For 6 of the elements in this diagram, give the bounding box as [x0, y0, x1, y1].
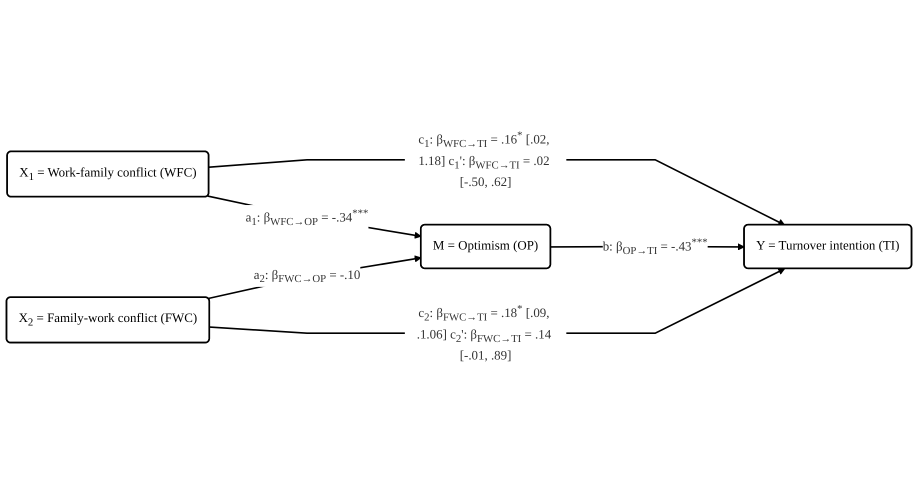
edge-label: b: β$_{OP→TI}$ = -.43$^{***}$	[602, 236, 708, 256]
edge-label: a$_{1}$: β$_{WFC→OP}$ = -.34$^{***}$	[246, 206, 368, 228]
arrow	[208, 255, 422, 300]
edge-label: c$_{1}$: β$_{WFC→TI}$ = .16$^{*}$ [.02, 1.18] c$_{1}$': β$_{WFC→TI}$ = .02 [-.50, .62]	[418, 128, 550, 190]
edge-label: c$_{2}$: β$_{FWC→TI}$ = .18$^{*}$ [.09, .1.06] c$_{2}$': β$_{FWC→TI}$ = .14 [-.01, .89]	[416, 302, 552, 363]
edge-label: a$_{2}$: β$_{FWC→OP}$ = -.10	[254, 268, 360, 285]
